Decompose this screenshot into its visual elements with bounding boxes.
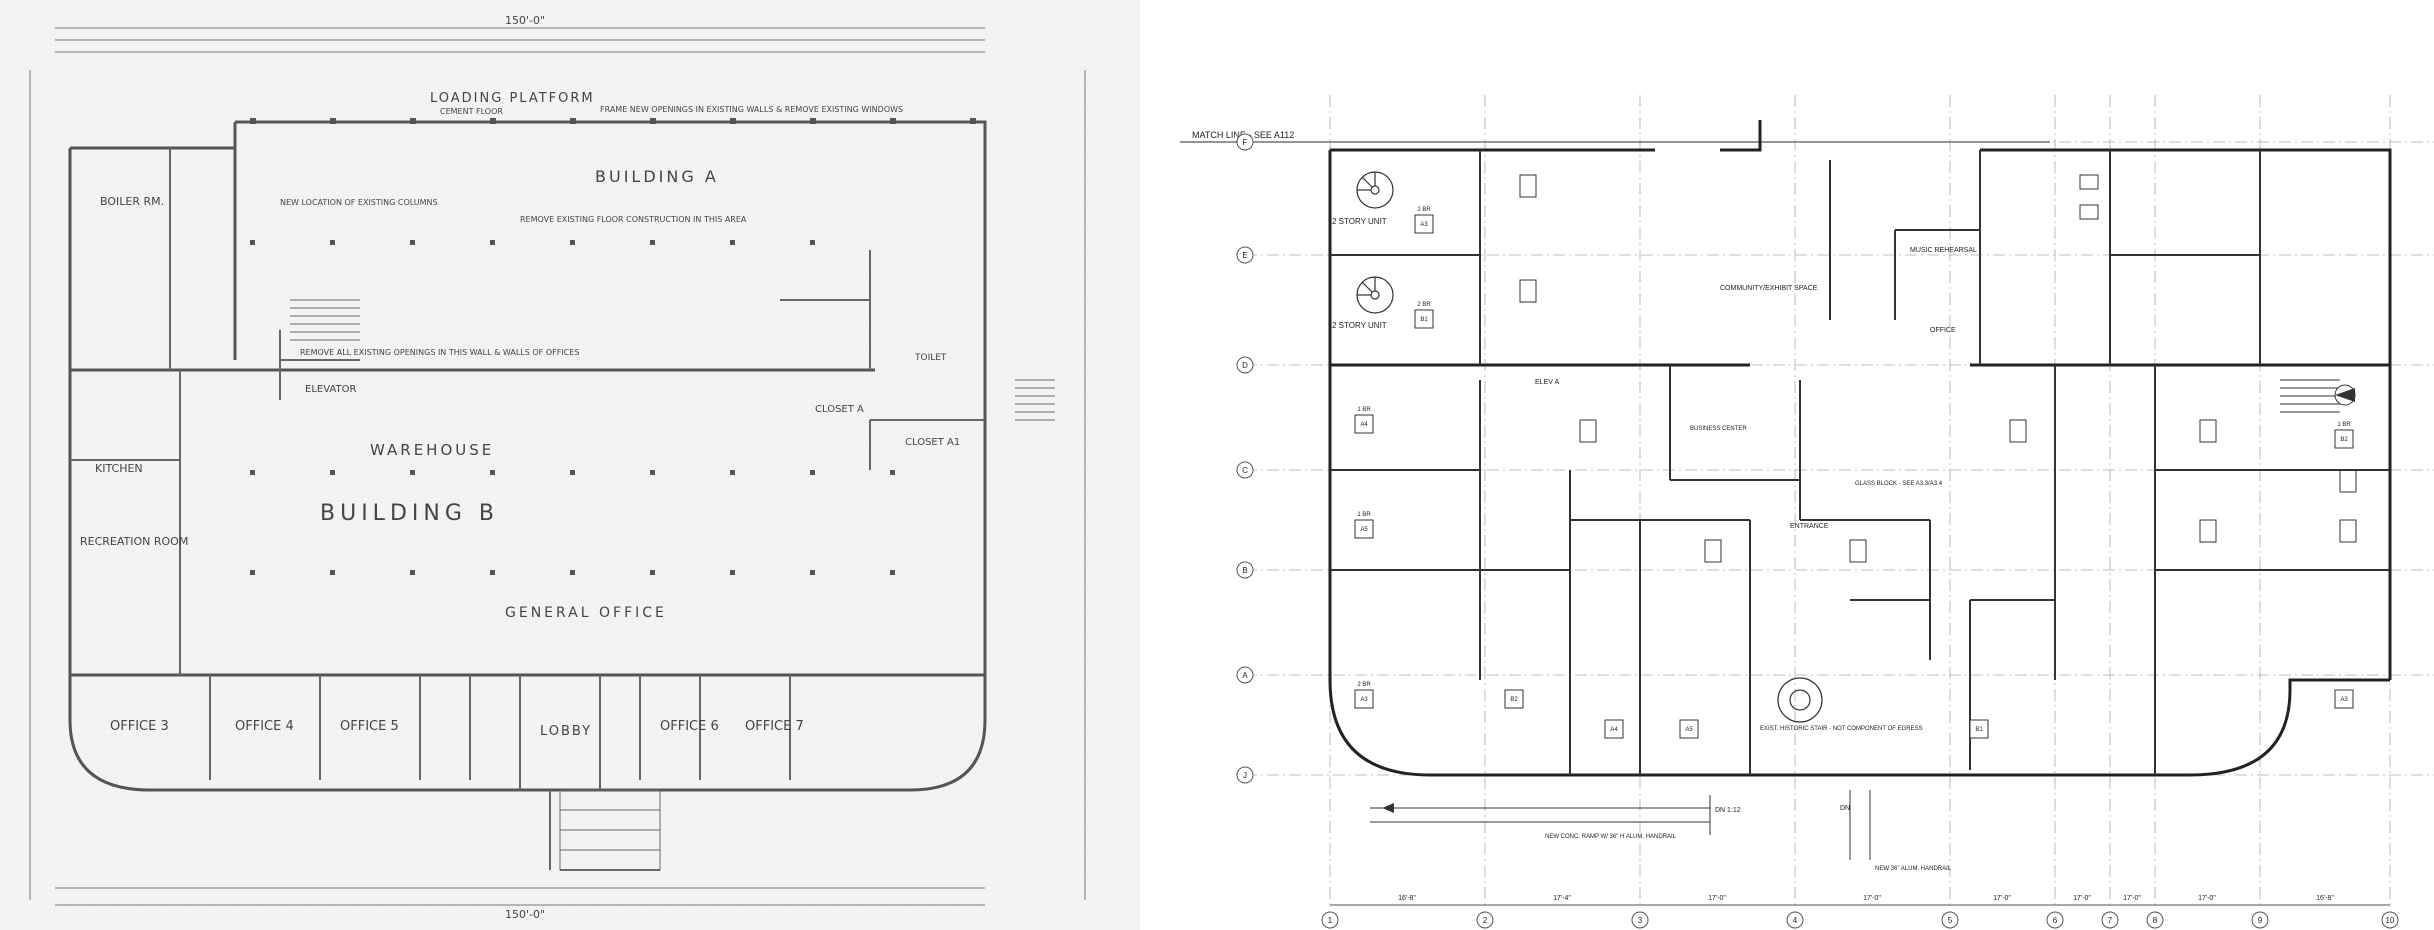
grid-row-label: E [1242,251,1247,260]
grid-col-label: 6 [2053,916,2058,925]
historic-plan-drawing: 150'-0" 150'-0" [0,0,1140,930]
grid-col-label: 4 [1793,916,1798,925]
building-b-label: BUILDING B [320,501,499,526]
office-label: OFFICE 3 [110,719,169,734]
recreation-room-label: RECREATION ROOM [80,535,188,548]
bottom-dimension: 17'-0" [2073,895,2091,902]
grid-col-label: 2 [1483,916,1488,925]
down-slope-label: DN 1:12 [1715,807,1741,814]
unit-type-label: 2 BR [1417,302,1431,308]
unit-tag-label: B2 [2340,437,2348,443]
toilet-label: TOILET [914,353,947,363]
grid-row-label: F [1243,138,1248,147]
unit-type-label: 2 BR [1357,682,1371,688]
unit-type-label: 1 BR [1357,512,1371,518]
unit-type-label: 1 BR [2337,422,2351,428]
cad-plan-drawing: MATCH LINE - SEE A112 F E D C B A J [1180,95,2434,929]
business-center-label: BUSINESS CENTER [1690,426,1747,432]
exterior-walls [1328,120,2392,777]
unit-tags [1354,214,2354,739]
warehouse-label: WAREHOUSE [370,441,494,459]
down-label: DN [1840,805,1850,812]
office-label: OFFICE 4 [235,719,294,734]
general-office-label: GENERAL OFFICE [505,605,667,621]
unit-tag-label: A5 [1360,527,1368,533]
elevator-label: ELEV A [1535,379,1559,386]
lobby-label: LOBBY [540,724,592,739]
closet-b-label: CLOSET A1 [905,437,960,448]
closet-a-label: CLOSET A [815,404,864,415]
spiral-stair-icon [1356,276,1394,314]
grid-col-label: 3 [1638,916,1643,925]
unit-label-2-story: 2 STORY UNIT [1332,217,1387,226]
grid-col-label: 5 [1948,916,1953,925]
building-a-label: BUILDING A [595,167,719,186]
grid-row-label: J [1243,771,1247,780]
unit-label-2-story: 2 STORY UNIT [1332,321,1387,330]
plan-note: NEW LOCATION OF EXISTING COLUMNS [280,198,438,207]
handrail-note: NEW 36" ALUM. HANDRAIL [1875,866,1952,872]
grid-col-label: 9 [2258,916,2263,925]
bottom-dimension: 16'-8" [2316,895,2334,902]
glass-block-label: GLASS BLOCK - SEE A3.3/A3.4 [1855,481,1943,487]
column-grid-bubbles [1321,911,2399,929]
historic-floor-plan: 150'-0" 150'-0" [0,0,1140,930]
bottom-dimension: 17'-0" [1863,895,1881,902]
grid-row-label: A [1242,671,1248,680]
bottom-dimension: 17'-0" [1993,895,2011,902]
unit-tag-label: B2 [1510,697,1518,703]
office-label: OFFICE 5 [340,719,399,734]
unit-type-label: 2 BR [1417,207,1431,213]
plumbing-fixtures [1519,174,2357,563]
elevator-label: ELEVATOR [305,384,356,395]
kitchen-label: KITCHEN [95,462,143,475]
bottom-dimension: 17'-0" [2198,895,2216,902]
grid-row-label: C [1242,466,1248,475]
grid-col-label: 10 [2386,916,2395,925]
historic-stair-icon [1777,677,1823,723]
overall-dim-bottom: 150'-0" [505,908,545,921]
loading-platform-sub: CEMENT FLOOR [440,107,503,116]
unit-tag-label: A5 [1685,727,1693,733]
row-grid-bubbles [1236,133,1254,784]
bottom-dimension: 17'-0" [1708,895,1726,902]
north-arrow-icon [2334,384,2356,406]
bottom-dimension: 17'-4" [1553,895,1571,902]
plan-note: REMOVE EXISTING FLOOR CONSTRUCTION IN TH… [520,215,747,224]
loading-platform-label: LOADING PLATFORM [430,91,595,106]
historic-stair-label: EXIST. HISTORIC STAIR - NOT COMPONENT OF… [1760,726,1923,732]
column-markers [250,118,976,575]
unit-tag-label: A4 [1360,422,1368,428]
unit-tag-label: B1 [1420,317,1428,323]
plan-note: REMOVE ALL EXISTING OPENINGS IN THIS WAL… [300,348,579,357]
unit-tag-label: A4 [1610,727,1618,733]
plan-note: FRAME NEW OPENINGS IN EXISTING WALLS & R… [600,105,903,114]
unit-tag-label: A3 [1360,697,1368,703]
cad-floor-plan: MATCH LINE - SEE A112 F E D C B A J [1150,0,2434,930]
community-exhibit-label: COMMUNITY/EXHIBIT SPACE [1720,285,1818,292]
grid-col-label: 8 [2153,916,2158,925]
unit-tag-label: A3 [2340,697,2348,703]
office-label: OFFICE 6 [660,719,719,734]
bottom-dimension: 16'-8" [1398,895,1416,902]
unit-type-label: 1 BR [1357,407,1371,413]
music-rehearsal-label: MUSIC REHEARSAL [1910,247,1977,254]
entrance-label: ENTRANCE [1790,523,1829,530]
boiler-room-label: BOILER RM. [100,195,164,208]
office-label: OFFICE [1930,327,1956,334]
stair-icon [2280,379,2340,413]
office-label: OFFICE 7 [745,719,804,734]
overall-dim-top: 150'-0" [505,14,545,27]
ramp [1370,790,1871,860]
unit-tag-label: B1 [1975,727,1983,733]
spiral-stair-icon [1356,171,1394,209]
ramp-note: NEW CONC. RAMP W/ 36" H ALUM. HANDRAIL [1545,834,1677,840]
grid-col-label: 7 [2108,916,2113,925]
bottom-dimension: 17'-0" [2123,895,2141,902]
grid-row-label: D [1242,361,1248,370]
grid-col-label: 1 [1328,916,1333,925]
grid-row-label: B [1242,566,1247,575]
arrow-left-icon [1382,803,1394,813]
unit-tag-label: A3 [1420,222,1428,228]
